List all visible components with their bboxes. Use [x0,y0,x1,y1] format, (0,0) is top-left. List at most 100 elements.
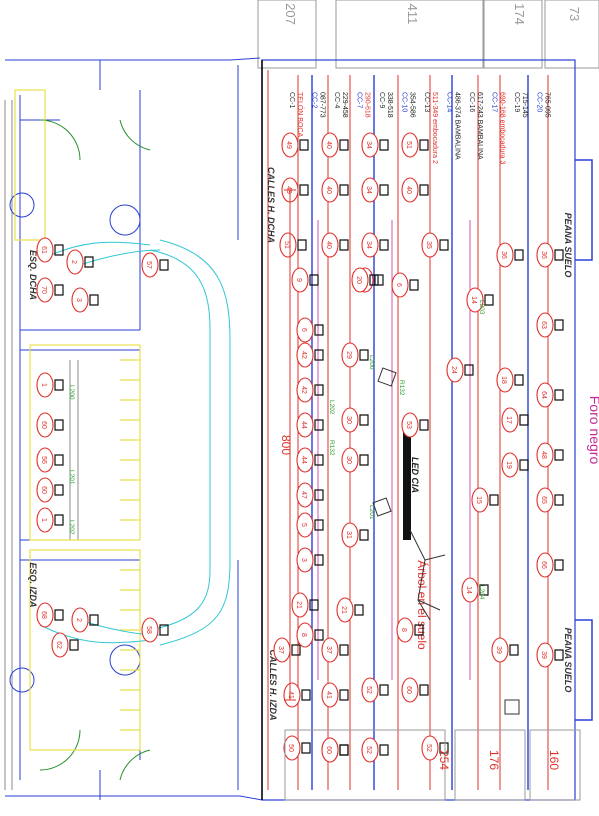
fixture: 14 [461,577,489,603]
fixture: 40 [321,132,349,158]
fixture-number: 37 [325,646,332,654]
fixture: 17 [501,407,529,433]
fixture-number: 37 [277,646,284,654]
fixture-body [54,609,64,621]
fixture: 58 [141,617,169,643]
fixture-body [89,294,99,306]
bar-name: CC-1 [288,92,295,108]
fixture-body [374,274,384,286]
fixture-number: 42 [300,351,307,359]
circle-columns [9,192,141,693]
fixture: 51 [279,232,307,258]
fixture-number: 40 [405,186,412,194]
fixture-number: 36 [500,251,507,259]
fixture: 6 [391,272,419,298]
fixture: 21 [336,597,364,623]
fixture: 40 [321,232,349,258]
fixture-number: 66 [540,561,547,569]
fixture-body [359,414,369,426]
fixture: 65 [536,487,564,513]
fixture-body [519,459,529,471]
fixture-number: 14 [465,586,472,594]
fixture-number: 30 [345,456,352,464]
fixture-number: 29 [345,351,352,359]
fixture-body [314,489,324,501]
fixture: 37 [321,637,349,663]
fixture: 61 [36,237,64,263]
fixture-body [509,644,519,656]
fixture-body [309,599,319,611]
fixture: 57 [141,252,169,278]
bar-line-label: TELÓN BOCA [296,92,305,137]
fixture: 3 [296,547,324,573]
dim-top-1: 207 [283,3,298,25]
fixture-body [301,742,311,754]
fixture: 35 [421,232,449,258]
fixture-number: 39 [495,646,502,654]
fixture-body [379,744,389,756]
fixture-number: 60 [405,686,412,694]
fixture: 44 [296,447,324,473]
fixture-number: 36 [540,251,547,259]
bar-name: CC-16 [468,92,475,112]
fixture-body [339,139,349,151]
fixture: 36 [496,242,524,268]
fixture-number: 21 [295,601,302,609]
fixture-body [54,484,64,496]
fixture-number: 2 [70,260,77,264]
bar-name: CC-4 [333,92,340,108]
fixture-body [54,284,64,296]
fixture: 44 [296,412,324,438]
fixture-body [354,604,364,616]
fixture-body [339,644,349,656]
fixture-body [314,384,324,396]
cyan-curves [39,239,231,646]
fixture: 41 [321,682,349,708]
series-label: L202 [68,520,75,535]
fixture: 2 [71,607,99,633]
fixture: 18 [496,367,524,393]
yellow-blocks [14,89,141,751]
fixture-body [314,554,324,566]
fixture-body [379,184,389,196]
series-label: L202 [328,400,335,415]
fixture-number: 51 [405,141,412,149]
dim-bottom-3: 160 [547,750,561,770]
fixture-body [339,184,349,196]
fixture-number: 52 [365,746,372,754]
fixture-body [359,529,369,541]
fixture-body [69,639,79,651]
fixture: 60 [36,412,64,438]
fixture-number: 19 [505,461,512,469]
fixture: 21 [291,592,319,618]
fixture-number: 17 [505,416,512,424]
fixture: 41 [283,682,311,708]
fixture: 70 [36,277,64,303]
fixture: 30 [341,447,369,473]
fixture: 36 [536,242,564,268]
series-label: L204 [478,585,485,600]
series-label: R132 [398,380,405,396]
fixture: 34 [361,232,389,258]
fixture: 63 [536,312,564,338]
fixture-body [54,379,64,391]
fixture-body [439,239,449,251]
peana-top: PEANA SUELO [563,213,573,278]
fixture: 19 [501,452,529,478]
fixture-number: 34 [365,141,372,149]
led-label: LED CIA [410,457,420,493]
fixture: 51 [401,132,429,158]
top-dimensions [257,0,599,69]
bar-name: CC-14 [446,92,453,112]
fixture-number: 1 [40,518,47,522]
series-label: L203 [478,300,485,315]
fixture: 5 [296,512,324,538]
fixture-body [89,614,99,626]
fixture: 20 [351,267,379,293]
bar-line-label: 511-349 embocadura 2 [431,92,438,164]
fixture-number: 44 [300,421,307,429]
fixture: 8 [296,622,324,648]
fixture-body [314,629,324,641]
fixture-number: 41 [325,691,332,699]
